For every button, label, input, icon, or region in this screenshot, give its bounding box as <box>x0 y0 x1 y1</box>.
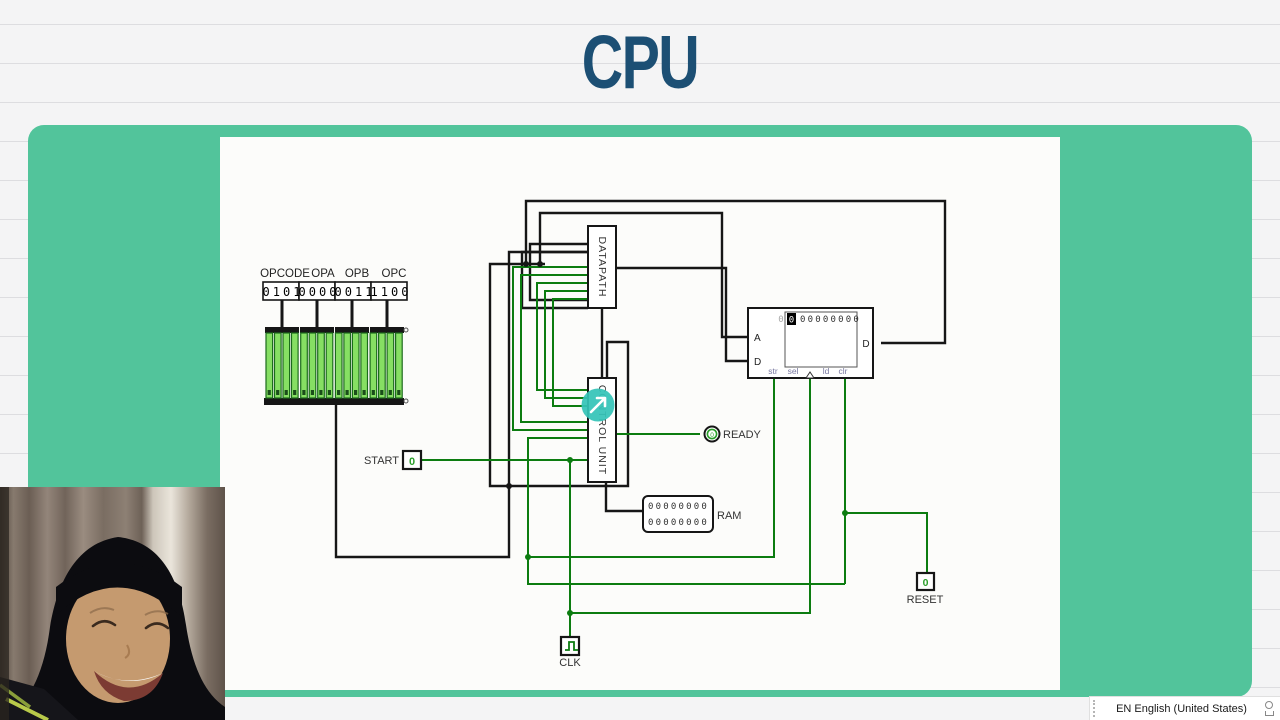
svg-text:OPA: OPA <box>311 268 335 280</box>
svg-text:0: 0 <box>778 315 783 325</box>
presenter-image <box>0 487 225 720</box>
svg-text:sel: sel <box>788 366 799 376</box>
instruction-value-boxes: 0101 0000 0011 1100 <box>262 281 412 328</box>
page-title: CPU <box>581 19 700 105</box>
svg-text:0101: 0101 <box>263 285 304 299</box>
svg-text:RESET: RESET <box>907 594 944 606</box>
reset-pin[interactable]: 0 RESET <box>907 571 944 606</box>
langbar-circle-icon <box>1265 701 1273 709</box>
svg-text:D: D <box>862 339 869 350</box>
language-label[interactable]: EN English (United States) <box>1116 702 1247 715</box>
language-bar[interactable]: EN English (United States) <box>1090 697 1280 720</box>
webcam-edge-shadow <box>0 487 9 720</box>
svg-text:00000000: 00000000 <box>648 502 709 512</box>
svg-text:0: 0 <box>710 432 714 439</box>
slide-panel: OPCODE OPA OPB OPC 0101 0000 0011 1100 <box>28 125 1252 697</box>
signal-wires <box>420 266 928 637</box>
svg-text:0011: 0011 <box>335 285 376 299</box>
svg-text:00000000: 00000000 <box>648 518 709 528</box>
svg-text:RAM: RAM <box>717 510 741 522</box>
langbar-keyboard-icon <box>1264 711 1274 716</box>
svg-text:DATAPATH: DATAPATH <box>596 237 608 298</box>
datapath-box: DATAPATH <box>587 225 617 309</box>
svg-text:CLK: CLK <box>559 657 581 669</box>
svg-text:A: A <box>754 333 761 344</box>
svg-text:ld: ld <box>823 366 830 376</box>
switch-bank[interactable] <box>264 327 409 405</box>
svg-text:READY: READY <box>723 429 762 441</box>
svg-text:0000: 0000 <box>299 285 340 299</box>
svg-text:0: 0 <box>789 316 794 326</box>
webcam-overlay <box>0 487 225 720</box>
svg-text:0: 0 <box>923 577 929 589</box>
langbar-grip-icon[interactable] <box>1093 700 1102 717</box>
svg-text:0: 0 <box>409 456 415 468</box>
wire-junctions <box>506 261 848 616</box>
register-box: 0 0 00000000 A D D str sel ld clr <box>747 307 874 379</box>
instruction-field-labels: OPCODE OPA OPB OPC <box>260 268 406 280</box>
clock-pin[interactable]: CLK <box>559 635 581 669</box>
cursor-highlight-icon <box>581 388 615 422</box>
langbar-options-icons[interactable] <box>1261 701 1277 716</box>
svg-text:1100: 1100 <box>371 285 412 299</box>
presenter <box>0 537 225 720</box>
ram-display: 00000000 00000000 RAM <box>642 495 741 533</box>
svg-text:OPB: OPB <box>345 268 370 280</box>
svg-text:00000000: 00000000 <box>800 315 861 325</box>
svg-text:OPC: OPC <box>382 268 407 280</box>
svg-text:START: START <box>364 455 399 467</box>
svg-text:OPCODE: OPCODE <box>260 268 310 280</box>
circuit-canvas: OPCODE OPA OPB OPC 0101 0000 0011 1100 <box>220 137 1060 690</box>
start-pin[interactable]: START 0 <box>364 449 423 471</box>
svg-text:clr: clr <box>839 366 848 376</box>
svg-text:str: str <box>768 366 778 376</box>
svg-text:D: D <box>754 357 761 368</box>
ready-pin: 0 READY <box>703 425 762 443</box>
